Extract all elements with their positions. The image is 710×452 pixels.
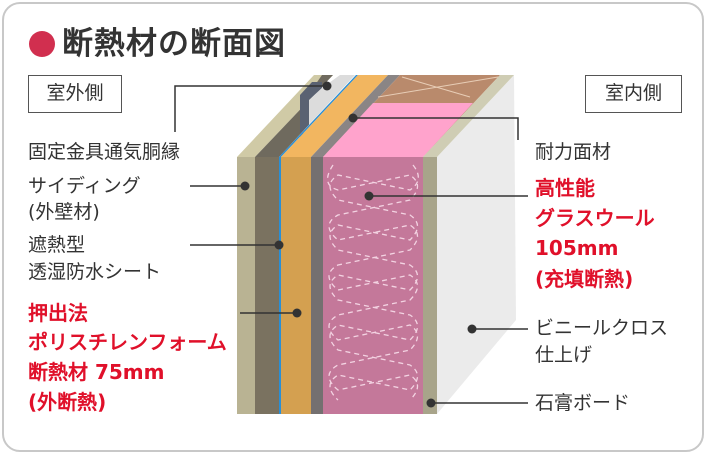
dot-vinyl-icon	[467, 324, 477, 334]
membrane-top	[279, 75, 358, 157]
foam-top	[281, 75, 388, 157]
label-foam: 押出法	[28, 301, 88, 325]
inside-label: 室内側	[585, 75, 682, 113]
glasswool-pattern	[326, 164, 419, 401]
label-foam-method: (外断熱)	[28, 390, 107, 414]
wall-cross-section	[174, 75, 528, 414]
label-vinyl: ビニールクロス	[535, 317, 669, 339]
label-glasswool-method: (充填断熱)	[535, 267, 634, 291]
glasswool-top	[323, 103, 473, 157]
label-foam-type: ポリスチレンフォーム	[28, 330, 227, 354]
foam-layer	[281, 157, 311, 414]
dot-glasswool-icon	[364, 191, 374, 201]
furring-bracket	[300, 82, 322, 140]
label-vinyl-sub: 仕上げ	[535, 344, 593, 366]
page-title: 断熱材の断面図	[62, 26, 286, 62]
dot-siding-icon	[240, 181, 250, 191]
label-glasswool-type: グラスウール	[535, 206, 655, 230]
dot-membrane-icon	[274, 240, 284, 250]
dot-panel-icon	[348, 113, 358, 123]
stud-grain	[377, 76, 499, 98]
dot-furring-icon	[322, 81, 332, 91]
gypsum-layer	[423, 157, 437, 414]
title-bullet-icon	[29, 31, 55, 57]
dot-gypsum-icon	[426, 398, 436, 408]
label-foam-thickness: 断熱材 75mm	[28, 360, 165, 384]
label-membrane: 遮熱型	[28, 234, 86, 256]
leader-panel	[353, 117, 519, 140]
label-membrane-sub: 透湿防水シート	[28, 261, 162, 283]
furring-layer	[255, 157, 279, 414]
cavity-top	[279, 75, 355, 157]
dot-foam-icon	[292, 308, 302, 318]
membrane-layer	[279, 157, 281, 414]
label-glasswool-thickness: 105mm	[535, 236, 619, 260]
glasswool-layer	[323, 157, 423, 414]
label-siding-sub: (外壁材)	[28, 201, 100, 223]
label-glasswool: 高性能	[535, 176, 595, 200]
siding-layer	[237, 157, 255, 414]
label-siding: サイディング	[28, 175, 141, 197]
gypsum-top	[423, 75, 514, 157]
leader-furring	[174, 85, 327, 132]
label-gypsum: 石膏ボード	[535, 392, 631, 414]
outside-label: 室外側	[28, 75, 122, 113]
stud-grain	[401, 76, 471, 98]
label-structural-panel: 耐力面材	[535, 141, 612, 163]
label-furring: 固定金具通気胴縁	[28, 141, 181, 163]
panel-layer	[311, 157, 323, 414]
